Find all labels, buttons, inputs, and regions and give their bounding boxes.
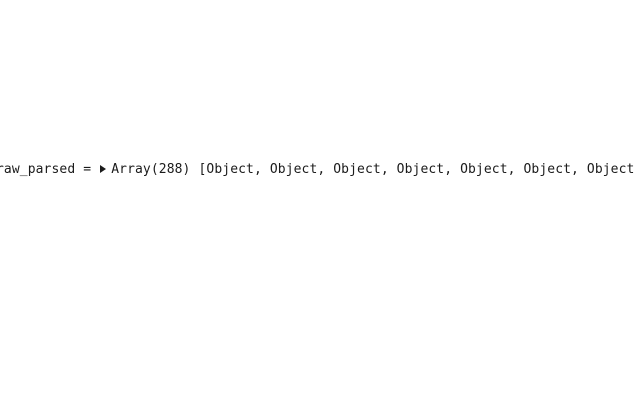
array-type-summary[interactable]: Array(288)	[111, 161, 191, 177]
value-inspector: raw_parsed = Array(288) [Object, Object,…	[0, 159, 634, 179]
expand-array-toggle[interactable]: Array(288)	[99, 162, 190, 177]
caret-right-icon[interactable]	[100, 165, 107, 173]
array-preview: [Object, Object, Object, Object, Object,…	[198, 161, 635, 177]
variable-name: raw_parsed	[0, 161, 76, 177]
assignment-operator: =	[83, 161, 92, 177]
